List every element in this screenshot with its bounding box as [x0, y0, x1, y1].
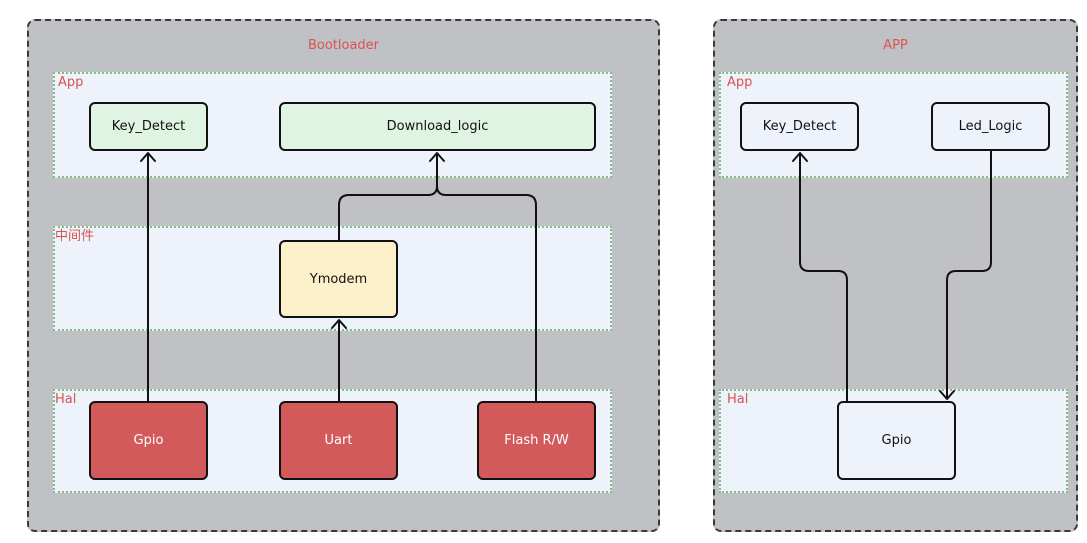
- app-panel-title: APP: [883, 38, 908, 53]
- led-logic-node: Led_Logic: [931, 102, 1050, 151]
- app-gpio-node: Gpio: [837, 401, 956, 480]
- bootloader-app-layer-label: App: [58, 75, 84, 90]
- ymodem-node: Ymodem: [279, 240, 398, 318]
- app-app-layer-label: App: [727, 75, 753, 90]
- bootloader-key-detect-node: Key_Detect: [89, 102, 208, 151]
- bootloader-hal-layer-label: Hal: [55, 392, 77, 407]
- app-key-detect-node: Key_Detect: [740, 102, 859, 151]
- bootloader-gpio-node: Gpio: [89, 401, 208, 480]
- flash-rw-node: Flash R/W: [477, 401, 596, 480]
- uart-node: Uart: [279, 401, 398, 480]
- bootloader-title: Bootloader: [307, 38, 380, 53]
- bootloader-middleware-layer-label: 中间件: [55, 229, 95, 244]
- download-logic-node: Download_logic: [279, 102, 596, 151]
- app-hal-layer-label: Hal: [727, 392, 749, 407]
